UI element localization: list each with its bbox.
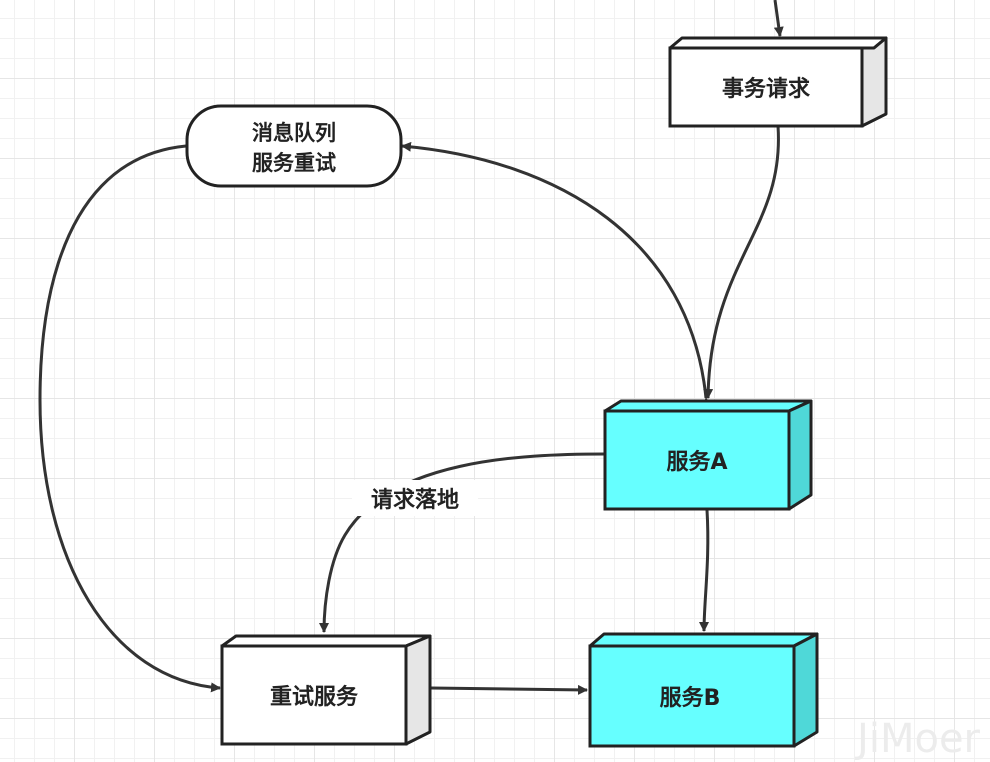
watermark: JiMoer: [854, 716, 981, 762]
node-service-b-front: [588, 644, 796, 748]
edge-mq-service-a-bidirectional: [401, 141, 712, 408]
edge-retry-service-to-service-b: [430, 684, 588, 695]
node-mq-retry-pill: [185, 104, 403, 188]
edge-label-persist-request: 请求落地: [371, 487, 459, 513]
edge-tx-request-to-service-a: [703, 125, 780, 399]
edge-mq-to-retry-service: [38, 144, 221, 693]
node-retry-service[interactable]: 重试服务: [220, 634, 432, 746]
node-service-a-front: [603, 409, 791, 511]
node-tx-request[interactable]: 事务请求: [668, 36, 888, 128]
node-mq-retry-line-1: 消息队列: [252, 121, 336, 145]
node-retry-service-side: [404, 634, 432, 746]
node-tx-request-front: [668, 46, 864, 128]
node-service-b-top: [588, 632, 819, 648]
node-mq-retry[interactable]: 消息队列 服务重试: [185, 104, 403, 188]
node-service-b-label: 服务B: [660, 686, 721, 711]
node-tx-request-label: 事务请求: [722, 76, 810, 102]
node-service-b[interactable]: 服务B: [588, 632, 819, 748]
node-retry-service-front: [220, 644, 408, 746]
node-tx-request-side: [860, 36, 888, 128]
edge-label-bg: [352, 480, 478, 516]
node-service-a-label: 服务A: [666, 450, 727, 475]
node-service-a[interactable]: 服务A: [603, 399, 813, 511]
node-retry-service-label: 重试服务: [270, 685, 359, 710]
node-mq-retry-line-2: 服务重试: [252, 151, 336, 175]
edge-service-a-to-service-b: [699, 509, 710, 632]
node-service-a-side: [787, 399, 813, 511]
node-service-b-side: [792, 632, 819, 748]
edge-incoming-to-tx-request: [773, 0, 784, 37]
